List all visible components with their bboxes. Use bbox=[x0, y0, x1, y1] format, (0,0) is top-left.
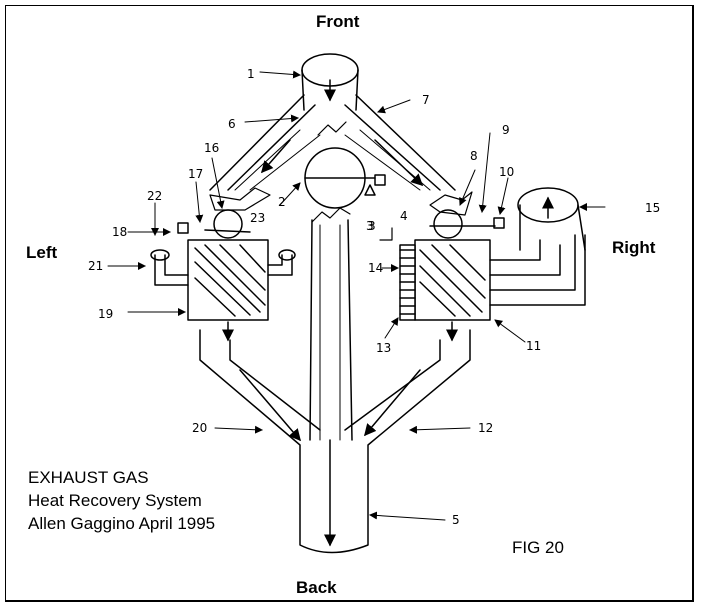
label-left: Left bbox=[26, 243, 58, 262]
main-vertical-pipe bbox=[301, 53, 359, 547]
callout-6: 6 bbox=[228, 117, 236, 131]
callout-21: 21 bbox=[88, 259, 103, 273]
callout-23: 23 bbox=[250, 211, 265, 225]
callout-1: 1 bbox=[247, 67, 255, 81]
callout-3b: 3 bbox=[366, 219, 374, 233]
front-ducts bbox=[209, 94, 456, 223]
callout-4: 4 bbox=[400, 209, 408, 223]
callout-5: 5 bbox=[452, 513, 460, 527]
callout-17: 17 bbox=[188, 167, 203, 181]
callout-3: 3 bbox=[368, 219, 376, 233]
callout-11: 11 bbox=[526, 339, 541, 353]
callout-10: 10 bbox=[499, 165, 514, 179]
callout-16: 16 bbox=[204, 141, 219, 155]
callouts: 1 2 3 4 5 6 7 8 9 10 11 12 13 14 15 16 1… bbox=[88, 67, 660, 527]
label-back: Back bbox=[296, 578, 337, 597]
center-damper bbox=[304, 147, 386, 209]
callout-13: 13 bbox=[376, 341, 391, 355]
callout-20: 20 bbox=[192, 421, 207, 435]
callout-2: 2 bbox=[278, 195, 286, 209]
title-line-1: EXHAUST GAS bbox=[28, 468, 149, 487]
figure-label: FIG 20 bbox=[512, 538, 564, 557]
label-right: Right bbox=[612, 238, 656, 257]
callout-9: 9 bbox=[502, 123, 510, 137]
callout-7: 7 bbox=[422, 93, 430, 107]
callout-19: 19 bbox=[98, 307, 113, 321]
title-line-3: Allen Gaggino April 1995 bbox=[28, 514, 216, 533]
back-outlet-pipe bbox=[199, 329, 471, 554]
right-heat-exchanger bbox=[379, 187, 586, 342]
callout-22: 22 bbox=[147, 189, 162, 203]
callout-15: 15 bbox=[645, 201, 660, 215]
callout-18: 18 bbox=[112, 225, 127, 239]
left-heat-exchanger bbox=[150, 187, 296, 342]
leader-arrows bbox=[107, 70, 606, 521]
diagram-title: EXHAUST GAS Heat Recovery System Allen G… bbox=[28, 466, 215, 535]
callout-8: 8 bbox=[470, 149, 478, 163]
callout-14: 14 bbox=[368, 261, 383, 275]
callout-12: 12 bbox=[478, 421, 493, 435]
title-line-2: Heat Recovery System bbox=[28, 491, 202, 510]
label-front: Front bbox=[316, 12, 360, 31]
